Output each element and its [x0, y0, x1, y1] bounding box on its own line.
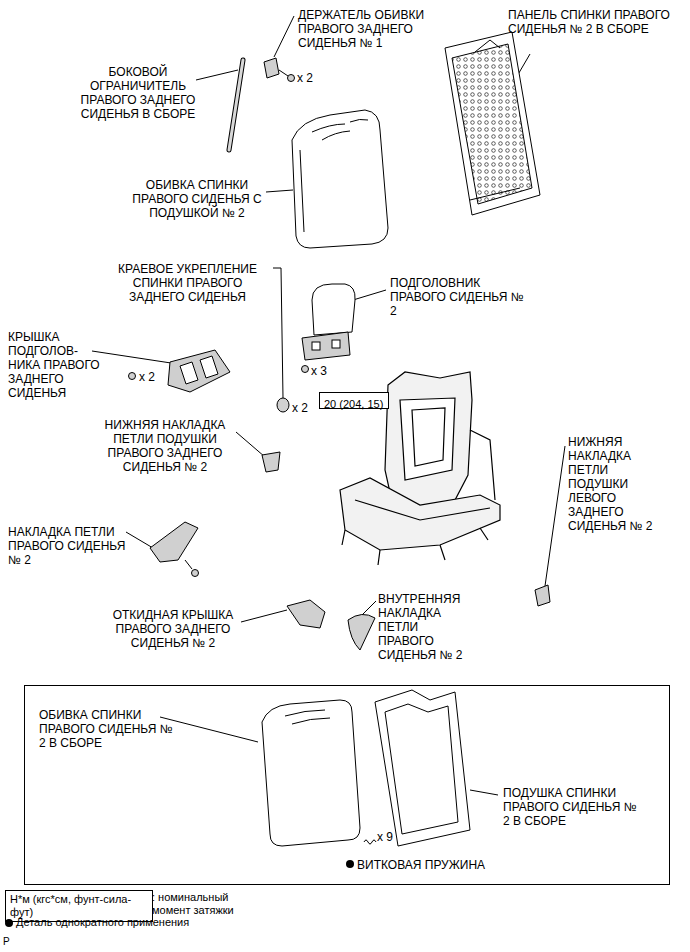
- legend-symbol: [4, 918, 14, 928]
- leader-line: [470, 790, 498, 795]
- part-label: КРАЕВОЕ УКРЕПЛЕНИЕ СПИНКИ ПРАВОГО ЗАДНЕГ…: [105, 262, 270, 304]
- leader-line: [92, 351, 171, 363]
- back-panel: [470, 188, 520, 200]
- quantity-label: x 2: [297, 71, 313, 85]
- assembly-cover: [292, 718, 330, 724]
- headrest-cover: [129, 350, 231, 392]
- coil-spring: [364, 840, 376, 844]
- torque-box: 20 (204, 15): [319, 392, 389, 409]
- quantity-label: x 2: [292, 401, 308, 415]
- part-label: ОБИВКА СПИНКИ ПРАВОГО СИДЕНЬЯ С ПОДУШКОЙ…: [130, 178, 264, 220]
- leader-line: [196, 70, 238, 80]
- seat-frame: [342, 528, 488, 565]
- leader-line: [241, 610, 287, 622]
- part-label: ВИТКОВАЯ ПРУЖИНА: [357, 858, 485, 872]
- leader-line: [545, 446, 565, 586]
- single-use-mark: [346, 860, 354, 868]
- seat-frame: [400, 398, 455, 480]
- headrest: [332, 340, 340, 348]
- headrest-cover: [168, 350, 230, 392]
- leader-line: [361, 601, 376, 616]
- assembly-cover: [385, 704, 458, 834]
- leader-line: [126, 532, 153, 548]
- part-label: ПОДУШКА СПИНКИ ПРАВОГО СИДЕНЬЯ № 2 В СБО…: [503, 786, 643, 828]
- leader-line: [274, 16, 294, 57]
- seatback-cover: [322, 131, 350, 140]
- single-use-mark: [346, 860, 354, 868]
- back-panel: [452, 44, 532, 204]
- back-panel: [445, 32, 540, 215]
- coil-spring: [364, 840, 376, 844]
- seat-frame: [470, 430, 495, 500]
- part-label: ПАНЕЛЬ СПИНКИ ПРАВОГО СИДЕНЬЯ № 2 В СБОР…: [508, 8, 673, 36]
- leader-line: [92, 16, 565, 795]
- part-label: НИЖНЯЯ НАКЛАДКА ПЕТЛИ ПОДУШКИ ЛЕВОГО ЗАД…: [568, 435, 663, 533]
- hinge-cover: [185, 560, 192, 569]
- seat-frame: [340, 478, 500, 550]
- headrest-cover: [200, 356, 218, 378]
- seat-frame: [412, 408, 445, 466]
- headrest: [302, 366, 309, 373]
- hinge-cover: [262, 452, 280, 472]
- headrest-cover: [180, 362, 198, 384]
- node-text: Н*м (кгс*см, фунт-сила-фут): [10, 893, 148, 919]
- quantity-label: x 2: [139, 370, 155, 384]
- part-label: ОТКИДНАЯ КРЫШКА ПРАВОГО ЗАДНЕГО СИДЕНЬЯ …: [103, 608, 243, 650]
- edge-reinforcement: [277, 398, 289, 412]
- headrest: [302, 332, 350, 360]
- seatback-cover: [312, 124, 345, 132]
- seatback-cover: [292, 110, 388, 248]
- assembly-cover: [262, 700, 360, 846]
- leader-line: [353, 290, 386, 300]
- quantity-label: x 3: [311, 364, 327, 378]
- headrest: [302, 284, 356, 373]
- legend-note: : номинальный момент затяжки: [152, 891, 252, 917]
- hinge-cover: [535, 585, 550, 606]
- back-panel: [445, 32, 540, 215]
- legend-entry: Деталь однократного применения: [4, 916, 189, 929]
- hinge-cover: [150, 522, 198, 562]
- headrest: [312, 342, 320, 350]
- side-guide-rod: [229, 60, 243, 150]
- leader-line: [273, 268, 283, 398]
- assembly-cover: [262, 690, 470, 846]
- assembly-cover: [375, 690, 470, 846]
- seat-frame: [355, 500, 490, 520]
- seatback-cover: [300, 150, 304, 232]
- trim-holder: [264, 58, 279, 78]
- detail-frame: ОБИВКА СПИНКИ ПРАВОГО СИДЕНЬЯ № 2 В СБОР…: [24, 685, 670, 885]
- leader-line: [160, 717, 258, 742]
- part-label: ПОДГОЛОВНИК ПРАВОГО СИДЕНЬЯ № 2: [390, 276, 525, 318]
- part-label: ДЕРЖАТЕЛЬ ОБИВКИ ПРАВОГО ЗАДНЕГО СИДЕНЬЯ…: [298, 8, 428, 50]
- leader-line: [236, 432, 265, 457]
- hinge-cover: [348, 614, 375, 650]
- node-text: 20 (204, 15): [324, 398, 383, 411]
- headrest-cover: [129, 373, 136, 380]
- trim-holder: [279, 70, 288, 76]
- part-label: ОБИВКА СПИНКИ ПРАВОГО СИДЕНЬЯ № 2 В СБОР…: [39, 708, 174, 750]
- hinge-cover: [287, 600, 325, 628]
- single-use-dot: [5, 919, 13, 927]
- assembly-cover: [285, 710, 325, 716]
- part-label: НАКЛАДКА ПЕТЛИ ПРАВОГО СИДЕНЬЯ № 2: [8, 525, 128, 567]
- quantity-label: x 9: [377, 830, 393, 844]
- figure-code: P: [3, 936, 10, 948]
- part-label: ВНУТРЕННЯЯ НАКЛАДКА ПЕТЛИ ПРАВОГО СИДЕНЬ…: [378, 592, 473, 662]
- back-panel: [475, 40, 500, 52]
- leader-line: [266, 190, 293, 192]
- part-label: КРЫШКА ПОДГОЛОВ- НИКА ПРАВОГО ЗАДНЕГО СИ…: [8, 330, 113, 400]
- seatback-cover: [292, 110, 388, 248]
- side-guide-rod: [229, 60, 243, 150]
- seatback-cover: [350, 119, 368, 122]
- trim-holder: [264, 58, 295, 82]
- trim-holder: [288, 75, 295, 82]
- edge-reinforcement: [277, 398, 289, 412]
- side-guide-rod: [229, 60, 243, 150]
- part-label: БОКОВОЙ ОГРАНИЧИТЕЛЬ ПРАВОГО ЗАДНЕГО СИД…: [68, 65, 208, 121]
- part-label: НИЖНЯЯ НАКЛАДКА ПЕТЛИ ПОДУШКИ ПРАВОГО ЗА…: [95, 418, 235, 474]
- hinge-cover: [192, 570, 199, 577]
- headrest: [312, 284, 355, 335]
- legend-text: Деталь однократного применения: [16, 916, 189, 929]
